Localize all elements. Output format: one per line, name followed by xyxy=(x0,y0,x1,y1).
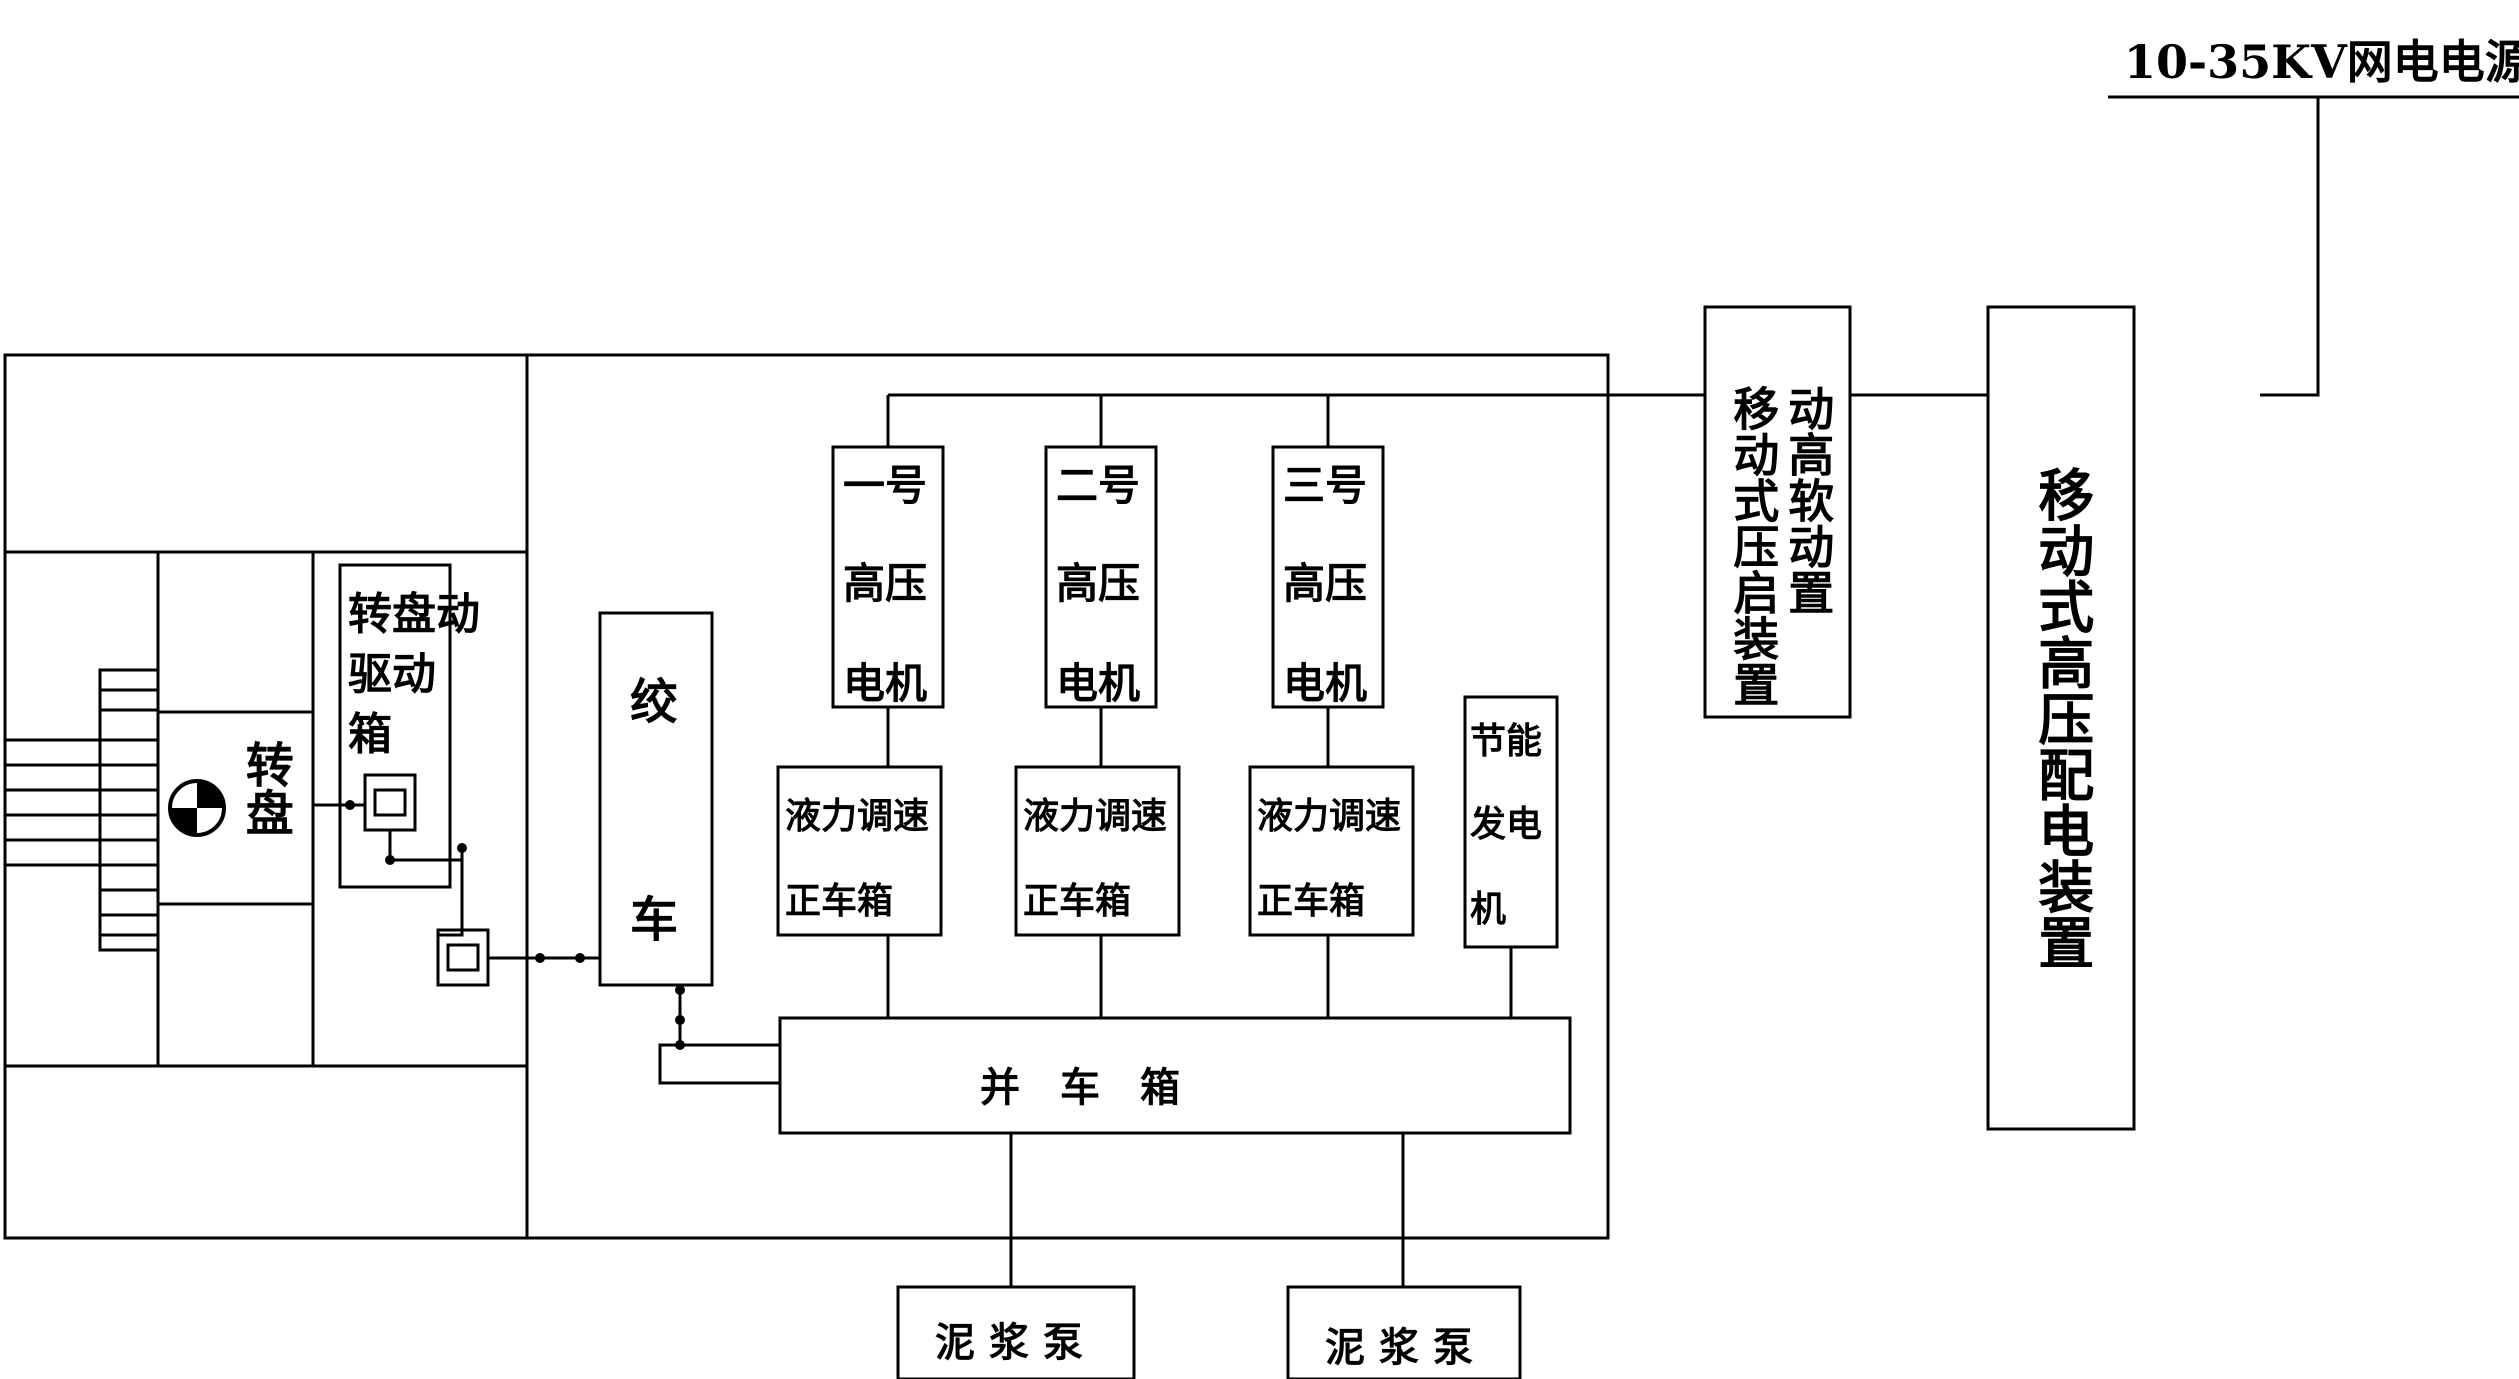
gearbox-2-line2: 正车箱 xyxy=(1023,881,1132,922)
dist-device-text: 移动式高压配电装置 xyxy=(2028,466,2094,970)
energy-gen-line3: 机 xyxy=(1470,889,1507,930)
motor-3-line2: 高压 xyxy=(1283,559,1368,608)
rotary-drive-line2: 驱动 xyxy=(348,649,436,700)
combining-box-label: 并 车 箱 xyxy=(980,1065,1180,1111)
mud-pump-2-label: 泥浆泵 xyxy=(1325,1325,1487,1371)
drive-gear-2 xyxy=(436,928,490,987)
gearbox-1-line2: 正车箱 xyxy=(785,881,894,922)
motor-2-line2: 高压 xyxy=(1056,559,1141,608)
dist-device-label: 移动式高压配电装置 xyxy=(1988,307,2134,1129)
source-feeder-line xyxy=(2260,97,2320,397)
energy-gen-line1: 节能 xyxy=(1470,721,1543,762)
rig-outline xyxy=(3,353,1610,1240)
motor-3-name: 三号 xyxy=(1283,461,1368,510)
energy-gen-line2: 发电 xyxy=(1470,804,1543,845)
motor-1-line2: 高压 xyxy=(843,559,928,608)
drawworks-box xyxy=(598,611,714,987)
rotary-table-label: 转盘 xyxy=(236,740,293,836)
dist-device-box xyxy=(1986,305,2136,1131)
rail-box xyxy=(98,668,160,952)
mud-pump-1-label: 泥浆泵 xyxy=(935,1320,1097,1366)
gearbox-3-line2: 正车箱 xyxy=(1257,881,1366,922)
drive-gear-1 xyxy=(363,773,417,832)
drive-gear-1-inner xyxy=(373,788,407,817)
rotary-table-symbol xyxy=(168,779,226,837)
rotary-drive-line3: 箱 xyxy=(348,709,392,760)
power-source-label: 10-35KV网电电源 xyxy=(2124,35,2519,89)
motor-1-name: 一号 xyxy=(843,461,928,510)
gearbox-1-line1: 液力调速 xyxy=(785,796,930,837)
soft-start-label-col1: 移动式压启装置 xyxy=(1726,385,1781,707)
rotary-drive-line1: 转盘动 xyxy=(348,589,480,640)
mud-pump-box-2 xyxy=(1286,1285,1522,1379)
gearbox-box-3 xyxy=(1248,765,1415,937)
combining-box xyxy=(778,1016,1572,1135)
mud-pump-box-1 xyxy=(896,1285,1136,1379)
motor-2-line3: 电机 xyxy=(1056,659,1141,708)
soft-start-box xyxy=(1703,305,1852,719)
drawworks-label-bottom: 车 xyxy=(630,892,679,948)
gearbox-2-line1: 液力调速 xyxy=(1023,796,1168,837)
gearbox-box-2 xyxy=(1014,765,1181,937)
drive-gear-2-inner xyxy=(446,943,480,972)
drawworks-label-top: 绞 xyxy=(630,674,679,730)
rotary-drive-box xyxy=(338,563,452,889)
gearbox-box-1 xyxy=(776,765,943,937)
gearbox-3-line1: 液力调速 xyxy=(1257,796,1402,837)
motor-3-line3: 电机 xyxy=(1283,659,1368,708)
soft-start-label-col2: 动高软动置 xyxy=(1781,385,1836,615)
motor-1-line3: 电机 xyxy=(843,659,928,708)
drawworks-coupling xyxy=(658,1043,782,1085)
motor-2-name: 二号 xyxy=(1056,461,1141,510)
